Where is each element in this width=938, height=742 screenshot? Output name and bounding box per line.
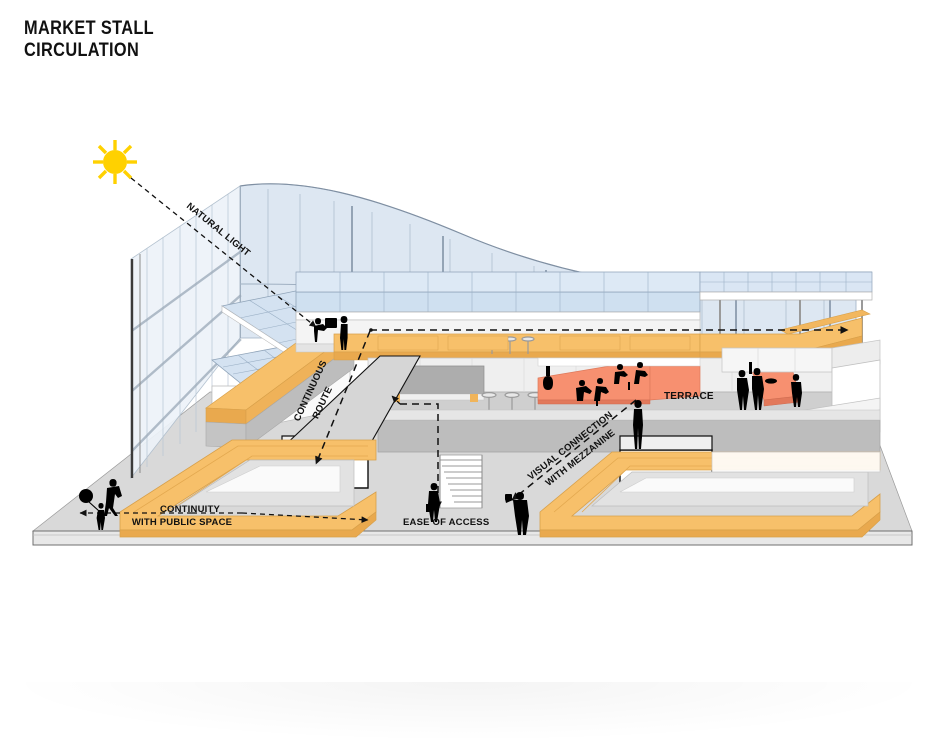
label-ease-of-access: EASE OF ACCESS: [403, 517, 489, 528]
title-line-2: CIRCULATION: [24, 40, 140, 62]
salmon-terrace-center: [537, 357, 701, 405]
diagram-canvas: NATURAL LIGHT CONTINUOUS ROUTE VISUAL CO…: [31, 140, 913, 546]
label-ease-of-access-text: EASE OF ACCESS: [403, 517, 489, 528]
under-terrace-wall-right: [711, 451, 881, 473]
natural-light-ray: [130, 177, 317, 328]
figure-on-stairs: [426, 483, 440, 522]
label-continuity-line2: WITH PUBLIC SPACE: [132, 517, 232, 528]
figure-group-right-terrace: [737, 362, 802, 410]
stall-kiosks-orange: [377, 335, 691, 351]
figure-adult-with-child: [79, 479, 122, 530]
sun-icon: [93, 140, 137, 184]
pv-canopy-center: [295, 271, 701, 366]
page-title: MARKET STALL CIRCULATION: [24, 18, 175, 63]
ease-of-access-line: [391, 395, 442, 510]
figure-group-terrace-center: [543, 362, 648, 406]
label-terrace: TERRACE: [664, 391, 714, 402]
visual-connection-line: [511, 399, 637, 501]
bar-counter: [391, 365, 485, 402]
title-line-1: MARKET STALL: [24, 18, 154, 39]
stair-core: [439, 451, 794, 509]
figure-photographer-ground: [505, 492, 529, 535]
figure-standing-mezzanine: [633, 400, 643, 449]
diagram-page: MARKET STALL CIRCULATION: [0, 18, 938, 742]
figure-group-upper-walkway: [314, 316, 348, 350]
pv-canopy-right: [699, 271, 873, 350]
continuous-route-line-horizontal: [369, 326, 849, 334]
architectural-axonometric: NATURAL LIGHT CONTINUOUS ROUTE VISUAL CO…: [31, 140, 913, 546]
label-continuity: CONTINUITY WITH PUBLIC SPACE: [132, 504, 232, 528]
label-terrace-text: TERRACE: [664, 391, 714, 402]
label-continuity-line1: CONTINUITY: [160, 504, 221, 515]
orange-circulation-lower-left: [119, 439, 377, 538]
